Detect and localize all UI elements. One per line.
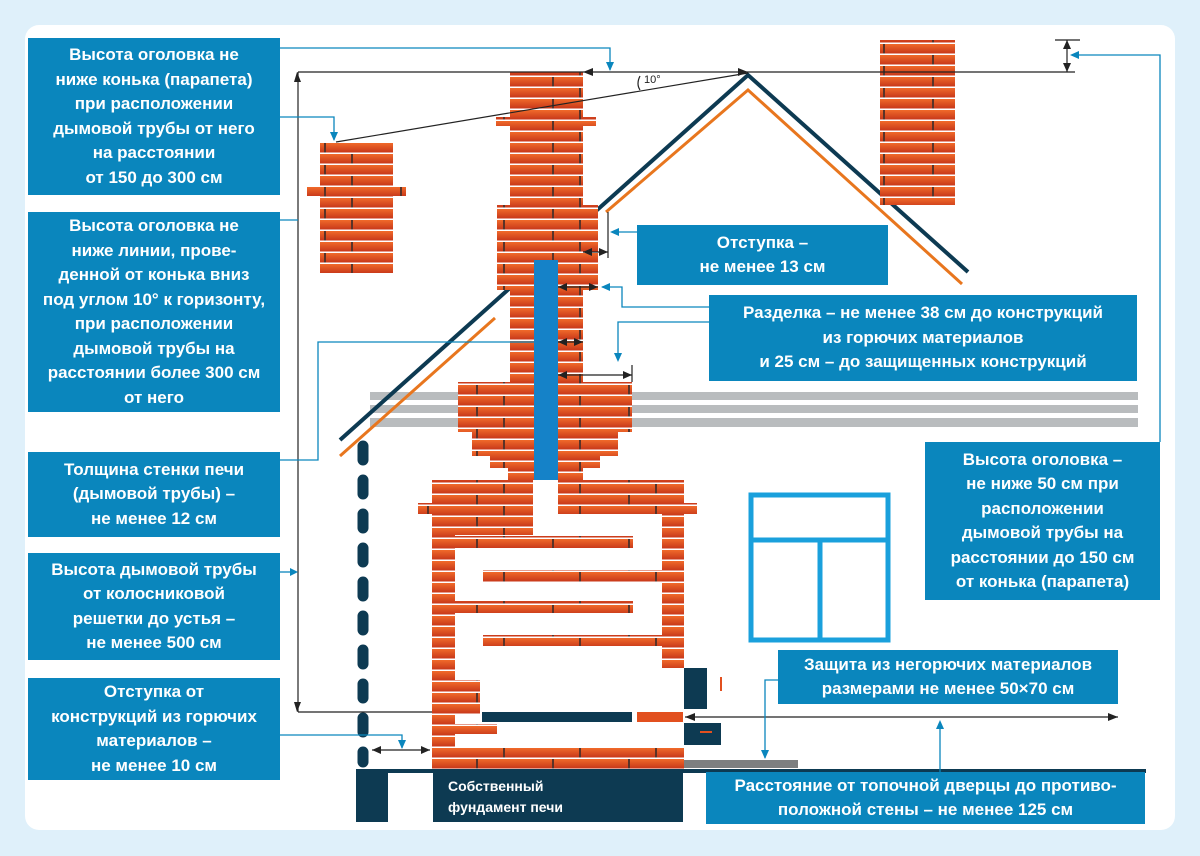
- ash-door-handle: [700, 731, 712, 733]
- callout-text: Отступка – не менее 13 см: [699, 232, 826, 277]
- roof-insulation-right: [605, 87, 964, 286]
- left-chimney: [307, 143, 406, 273]
- floor-protection: [684, 760, 798, 768]
- callout-head-over-300: Высота оголовка не ниже линии, прове- де…: [28, 212, 280, 412]
- callout-text: Высота оголовка не ниже линии, прове- де…: [42, 216, 266, 407]
- callout-wall-thickness: Толщина стенки печи (дымовой трубы) – не…: [28, 452, 280, 537]
- ceiling-beams: [370, 392, 1138, 427]
- callout-text: Расстояние от топочной дверцы до противо…: [734, 775, 1117, 820]
- leader-arrowheads: [290, 51, 1079, 759]
- callout-razdelka: Разделка – не менее 38 см до конструкций…: [709, 295, 1137, 381]
- callout-text: Разделка – не менее 38 см до конструкций…: [743, 303, 1103, 372]
- foundation: [356, 769, 1146, 822]
- callout-offset-13: Отступка – не менее 13 см: [637, 225, 888, 285]
- flue-pipe: [534, 260, 558, 480]
- callout-offset-10: Отступка от конструкций из горючих матер…: [28, 678, 280, 780]
- arrowheads: [294, 40, 1118, 754]
- pre-furnace-sheet: [637, 712, 683, 722]
- callout-text: Высота оголовка не ниже конька (парапета…: [53, 45, 255, 187]
- door-handle: [720, 677, 722, 691]
- foundation-label: Собственный фундамент печи: [448, 778, 563, 815]
- angle-label: 10°: [644, 74, 661, 86]
- grate: [482, 712, 632, 722]
- callout-text: Высота оголовка – не ниже 50 см при расп…: [950, 449, 1135, 592]
- oven-door: [684, 668, 707, 709]
- callout-head-150-300: Высота оголовка не ниже конька (парапета…: [28, 38, 280, 195]
- callout-chimney-height: Высота дымовой трубы от колосниковой реш…: [28, 553, 280, 660]
- callout-text: Отступка от конструкций из горючих матер…: [51, 682, 257, 775]
- roof-insulation-left: [339, 316, 496, 458]
- ash-door: [684, 723, 721, 745]
- oven: [418, 480, 697, 770]
- callout-head-under-150: Высота оголовка – не ниже 50 см при расп…: [925, 442, 1160, 600]
- callout-text: Высота дымовой трубы от колосниковой реш…: [51, 559, 257, 653]
- callout-text: Защита из негорючих материалов размерами…: [803, 654, 1093, 699]
- window: [748, 492, 891, 643]
- right-chimney: [880, 40, 955, 205]
- callout-protection: Защита из негорючих материалов размерами…: [778, 650, 1118, 704]
- callout-door-distance: Расстояние от топочной дверцы до противо…: [706, 772, 1145, 824]
- roof-line: [338, 72, 970, 442]
- callout-text: Толщина стенки печи (дымовой трубы) – не…: [63, 459, 245, 528]
